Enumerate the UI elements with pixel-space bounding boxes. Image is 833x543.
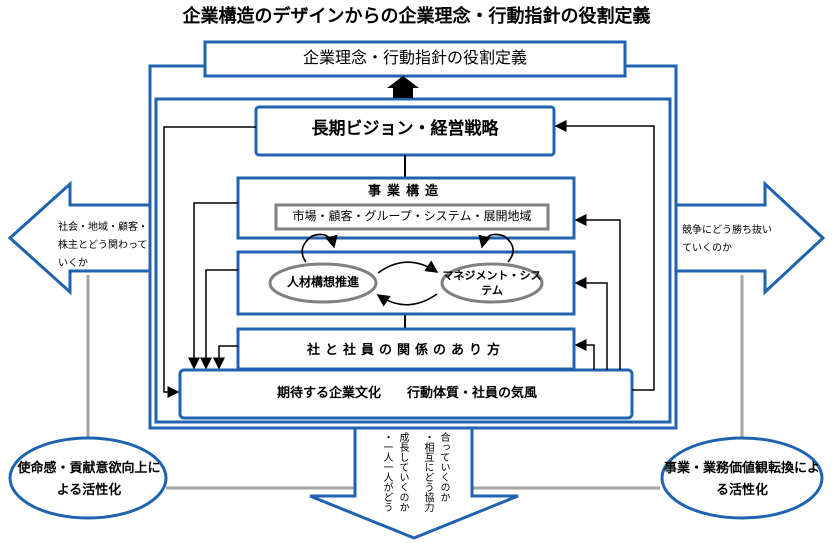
- left-arrow-text: 社会・地域・顧客・株主とどう関わっていくか: [58, 222, 148, 269]
- right-ellipse-label: 事業・業務価値観転換による活性化: [663, 461, 820, 498]
- culture-box: [178, 368, 634, 420]
- bottom-arrow-shape: [309, 424, 519, 540]
- bottom-arrow-col2: ・相互にどう協力: [422, 432, 433, 512]
- business-structure-subbox: [274, 203, 550, 231]
- gray-connectors: [86, 275, 744, 490]
- cycle-arrows: [301, 233, 514, 307]
- top-box-label: 企業理念・行動指針の役割定義: [302, 48, 527, 67]
- bottom-arrow-col3: 成長していくのか: [397, 432, 408, 512]
- left-ellipse-label: 使命感・貢献意欲向上による活性化: [17, 461, 161, 498]
- left-ellipse-shape: [8, 436, 168, 520]
- bottom-arrow-col4: ・一人一人がどう: [381, 432, 392, 512]
- business-structure-subtitle: 市場・顧客・グループ・システム・展開地域: [292, 209, 532, 223]
- inner-frame: [154, 97, 672, 424]
- hr-label: 人材構想推進: [286, 275, 359, 289]
- up-arrow-icon: [387, 76, 419, 98]
- feedback-arrows: [163, 120, 655, 398]
- right-ellipse-shape: [660, 436, 824, 520]
- diagram-title: 企業構造のデザインからの企業理念・行動指針の役割定義: [182, 6, 651, 27]
- right-arrow-text: 競争にどう勝ち抜いていくのか: [682, 225, 772, 254]
- culture-label: 期待する企業文化 行動体質・社員の気風: [276, 386, 537, 401]
- vision-label: 長期ビジョン・経営戦略: [311, 119, 499, 139]
- relationship-box: [236, 327, 576, 371]
- top-box: [203, 40, 627, 78]
- relationship-label: 社と社員の関係のあり方: [306, 343, 505, 358]
- mgmt-label: マネジメント・システム: [442, 269, 542, 297]
- hr-ellipse: [268, 262, 378, 304]
- business-structure-title: 事業構造: [367, 184, 444, 199]
- bottom-arrow-col1: 合っていくのか: [438, 432, 449, 502]
- mgmt-ellipse: [440, 262, 544, 304]
